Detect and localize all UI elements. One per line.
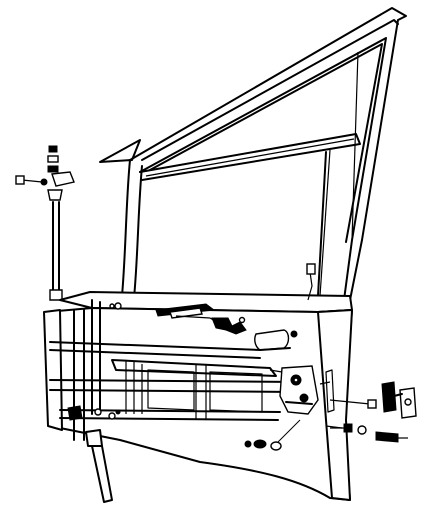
top-pivot-hardware: [15, 145, 75, 201]
window-regulator: [49, 299, 301, 441]
lock-button-rod: [85, 429, 113, 503]
glass-guide-rod: [49, 201, 63, 301]
door-lock-mechanism: [269, 365, 319, 445]
inner-handle-assembly: [155, 303, 247, 335]
striker-plate: [319, 369, 417, 419]
door-inner-panel: [43, 263, 353, 501]
lock-mounting-bolts: [325, 399, 408, 443]
lower-bracket: [244, 439, 282, 451]
window-frame: [99, 7, 407, 301]
